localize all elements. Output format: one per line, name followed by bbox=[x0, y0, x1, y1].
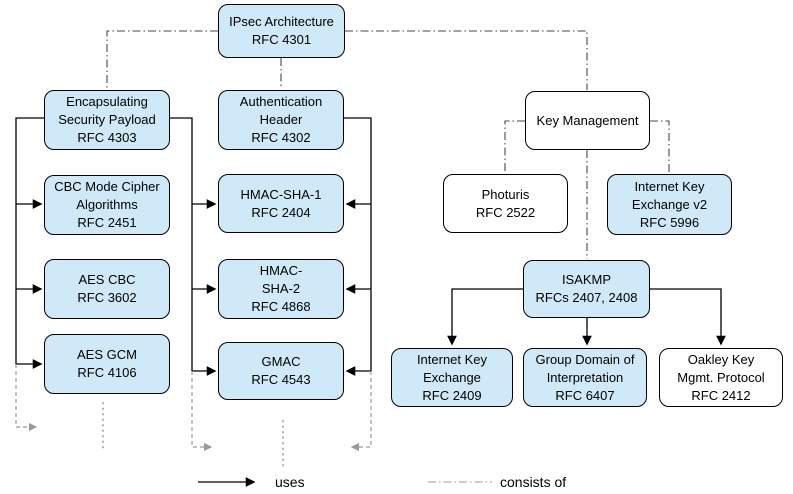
consists-of-edges bbox=[106, 30, 670, 259]
node-group-domain-of-interpretation: Group Domain of Interpretation RFC 6407 bbox=[523, 348, 647, 407]
edge-ipsec-keymgmt bbox=[345, 30, 588, 90]
node-cbc-mode-cipher: CBC Mode Cipher Algorithms RFC 2451 bbox=[44, 175, 170, 235]
node-oakley: Oakley Key Mgmt. Protocol RFC 2412 bbox=[659, 348, 783, 407]
legend-uses-label: uses bbox=[275, 474, 305, 490]
node-aes-cbc: AES CBC RFC 3602 bbox=[44, 259, 170, 319]
node-aes-gcm: AES GCM RFC 4106 bbox=[44, 334, 170, 394]
node-esp: Encapsulating Security Payload RFC 4303 bbox=[44, 90, 170, 150]
edge-keymgmt-photuris bbox=[504, 120, 525, 173]
continuation-middle-left-bus bbox=[191, 371, 213, 452]
node-isakmp: ISAKMP RFCs 2407, 2408 bbox=[523, 260, 650, 318]
node-hmac-sha-2: HMAC- SHA-2 RFC 4868 bbox=[218, 259, 344, 319]
edge-keymgmt-ikev2 bbox=[650, 120, 670, 173]
node-authentication-header: Authentication Header RFC 4302 bbox=[218, 90, 344, 150]
legend-consists-label: consists of bbox=[500, 474, 567, 490]
continuation-left-bus bbox=[15, 364, 38, 432]
node-hmac-sha-1: HMAC-SHA-1 RFC 2404 bbox=[218, 174, 344, 233]
edge-isakmp-uses-oakley bbox=[650, 288, 726, 346]
node-internet-key-exchange-v2: Internet Key Exchange v2 RFC 5996 bbox=[607, 174, 732, 235]
node-internet-key-exchange: Internet Key Exchange RFC 2409 bbox=[391, 348, 513, 407]
uses-edges bbox=[15, 117, 726, 376]
edge-esp-left-bus bbox=[15, 117, 44, 364]
edge-ah-right-bus bbox=[344, 117, 372, 371]
continuation-marks bbox=[15, 364, 372, 467]
node-key-management: Key Management bbox=[525, 91, 650, 150]
node-ipsec-architecture: IPsec Architecture RFC 4301 bbox=[218, 4, 345, 58]
node-photuris: Photuris RFC 2522 bbox=[443, 174, 568, 233]
edge-isakmp-uses-ike bbox=[447, 288, 523, 346]
edge-esp-right-bus bbox=[170, 117, 193, 371]
edge-ipsec-esp bbox=[106, 30, 218, 89]
continuation-middle-right-bus bbox=[350, 371, 372, 452]
node-gmac: GMAC RFC 4543 bbox=[218, 342, 344, 400]
